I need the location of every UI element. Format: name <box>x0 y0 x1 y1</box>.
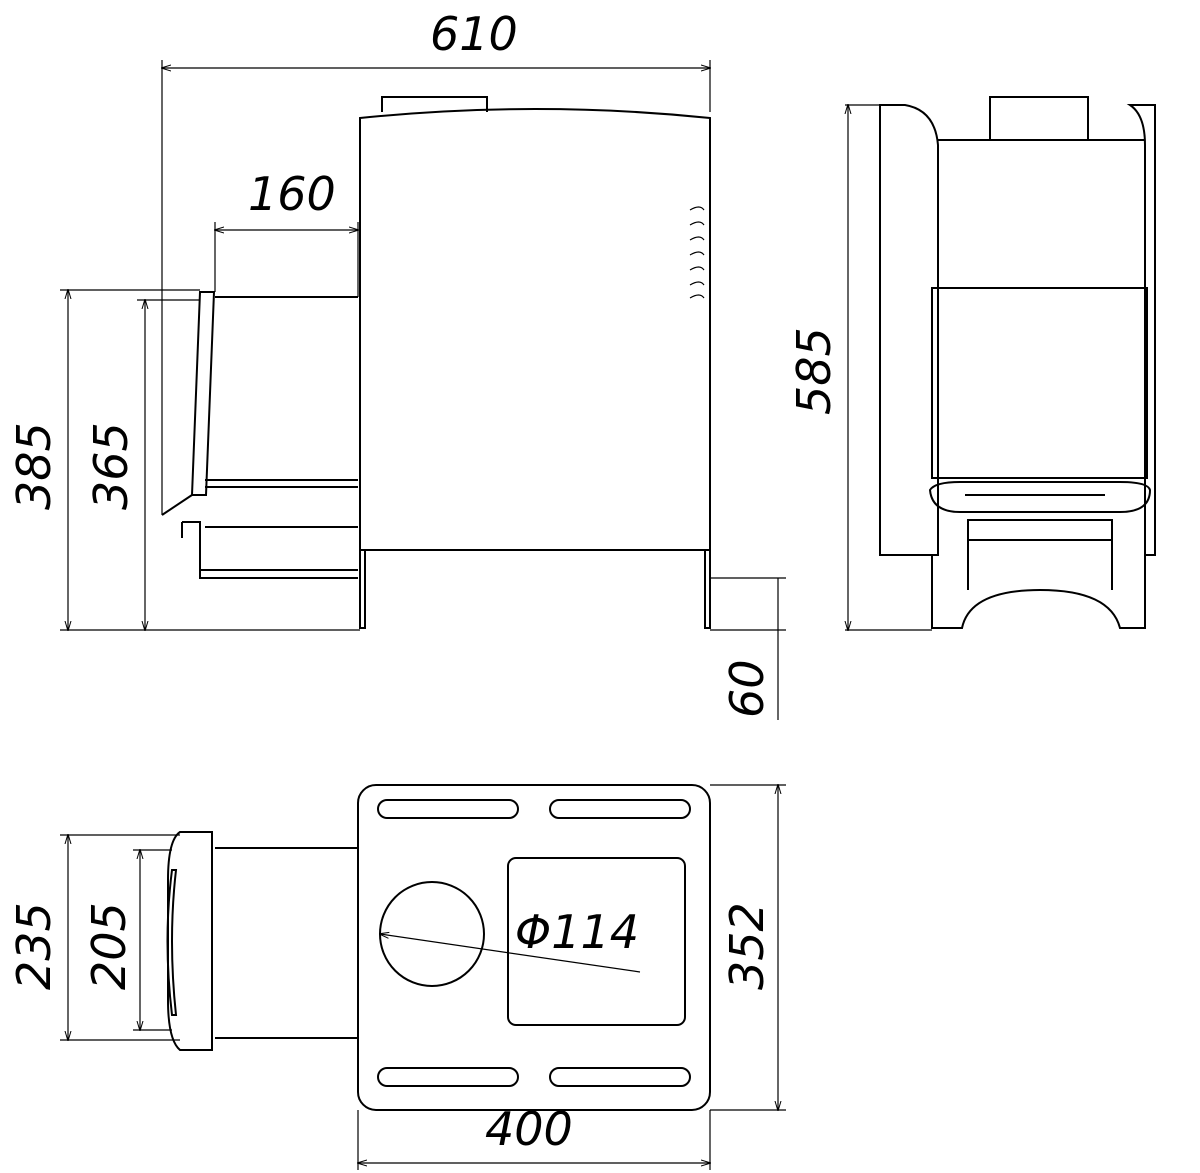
dim-overall-height: 585 <box>787 327 841 415</box>
dim-leg-height: 60 <box>720 659 774 718</box>
side-view: 610 160 385 365 60 <box>7 7 786 720</box>
top-view: Φ114 235 205 352 400 <box>7 784 786 1170</box>
dim-body-width: 400 <box>485 1102 573 1156</box>
dim-firebox-extension: 160 <box>248 167 336 221</box>
dim-door-width-inner: 205 <box>82 902 136 990</box>
dim-height-door-inner: 365 <box>84 422 138 510</box>
dim-body-depth: 352 <box>720 902 774 990</box>
dim-door-width-outer: 235 <box>7 902 61 990</box>
dim-overall-length: 610 <box>430 7 518 61</box>
dim-height-door-outer: 385 <box>7 422 61 510</box>
front-view: 585 <box>787 96 1156 630</box>
dim-flue-diameter: Φ114 <box>515 905 639 959</box>
